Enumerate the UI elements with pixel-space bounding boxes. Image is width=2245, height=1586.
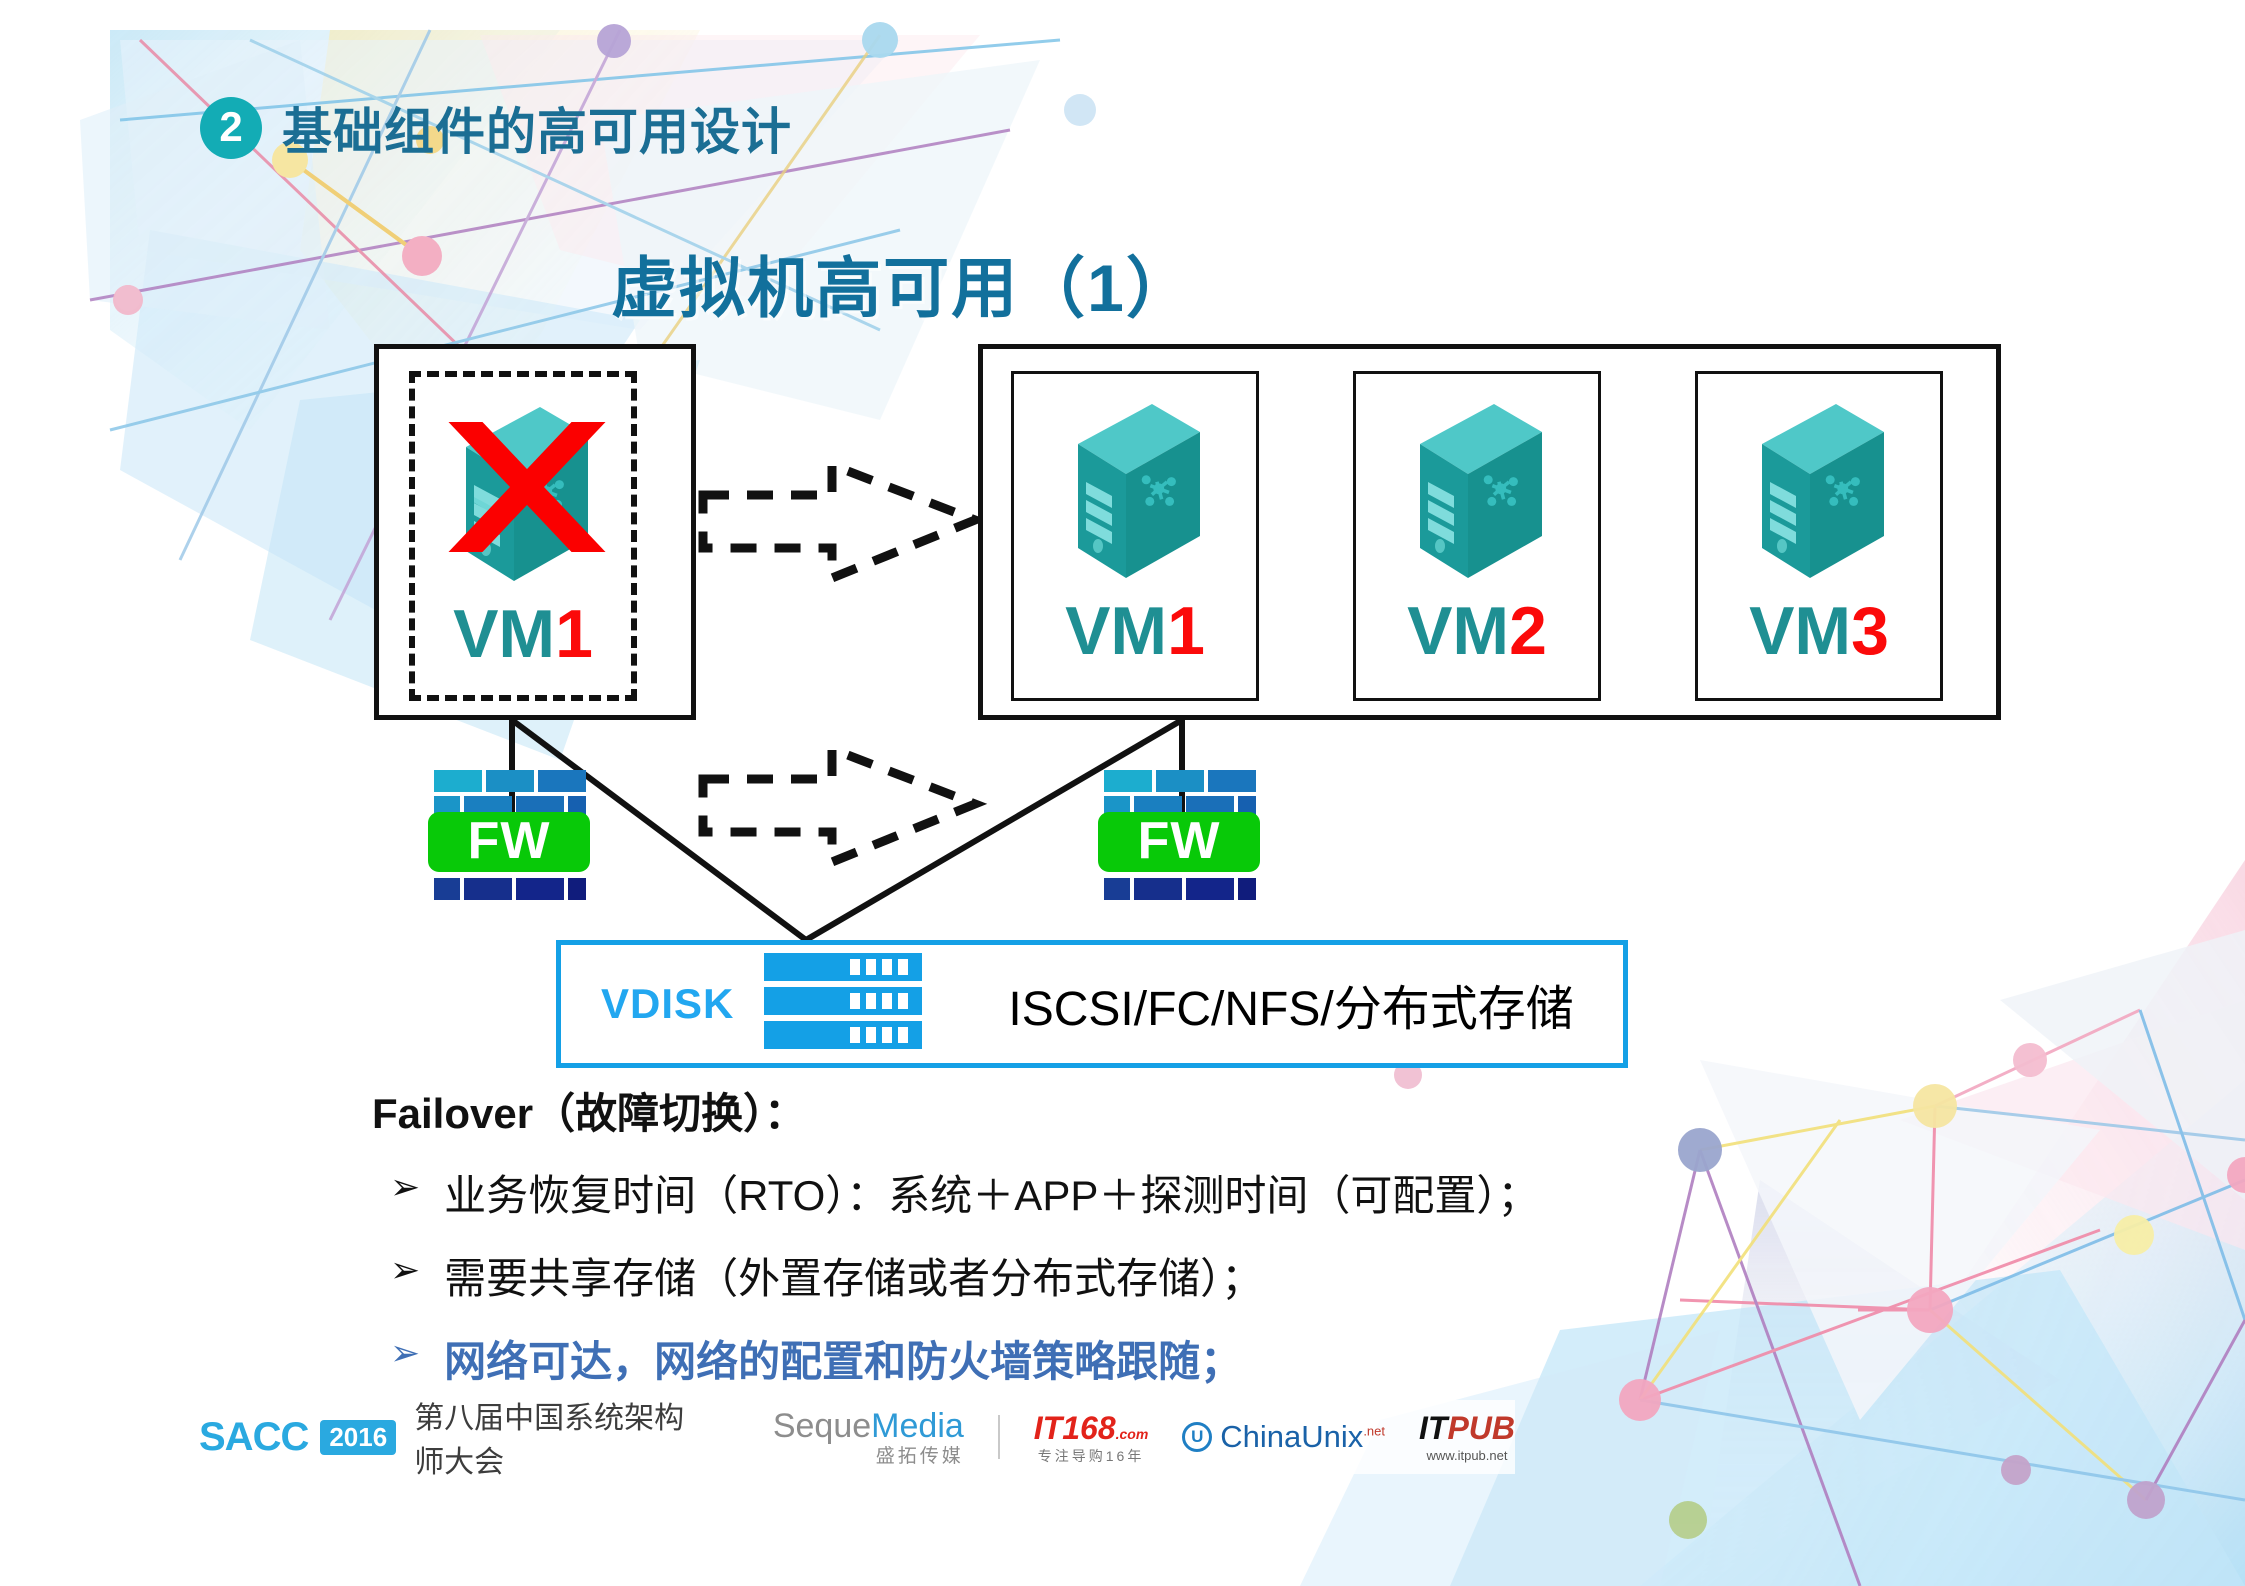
vm-cell-2[interactable]: VM2 [1353,371,1601,701]
firewall-brick-icon [1104,770,1256,900]
firewall-label: FW [1098,812,1260,872]
sacc-year-badge: 2016 [320,1419,397,1455]
list-item: ➢ 业务恢复时间（RTO）：系统＋APP＋探测时间（可配置）； [390,1162,1690,1223]
bullet-marker-icon: ➢ [390,1166,421,1207]
it168-logo: IT168.com 专注导购16年 [1034,1412,1149,1463]
vm-number: 1 [1167,593,1205,669]
vm-label-3: VM3 [1749,597,1889,665]
chinaunix-wordmark: ChinaUnix.net [1220,1419,1385,1455]
section-title: 基础组件的高可用设计 [282,104,792,160]
red-x-icon [441,421,606,572]
vm-prefix: VM [453,596,556,672]
section-number-badge: 2 [200,97,262,159]
server-icon [1744,396,1894,591]
logo-divider [997,1415,1000,1459]
failed-host-box: VM1 [374,344,696,720]
server-icon [1060,396,1210,591]
vm-number: 2 [1509,593,1547,669]
vm-cell-1[interactable]: VM1 [1011,371,1259,701]
sacc-chinese-name: 第八届中国系统架构师大会 [414,1402,685,1479]
storage-description: ISCSI/FC/NFS/分布式存储 [1008,983,1574,1036]
firewall-policy-arrow [698,742,988,869]
bullet-marker-icon: ➢ [390,1249,421,1290]
chinaunix-name: ChinaUnix [1220,1419,1364,1454]
failover-heading: Failover（故障切换）： [372,1090,807,1137]
section-heading: 2 基础组件的高可用设计 [200,92,792,164]
storage-label: VDISK [601,980,735,1027]
vm-label-1: VM1 [1065,597,1205,665]
storage-box[interactable]: VDISK ISCSI/FC/NFS/分布式存储 [556,940,1628,1068]
list-item: ➢ 需要共享存储（外置存储或者分布式存储）； [390,1245,1690,1306]
firewall-right[interactable]: FW [1090,766,1268,906]
bullet-marker-icon: ➢ [390,1332,421,1373]
vm-prefix: VM [1065,593,1168,669]
it168-dotcom: .com [1115,1425,1149,1442]
chinaunix-logo: U ChinaUnix.net [1182,1419,1385,1455]
list-item: ➢ 网络可达，网络的配置和防火墙策略跟随； [390,1328,1690,1389]
vm-label-2: VM2 [1407,597,1547,665]
it168-subtitle: 专注导购16年 [1037,1447,1145,1464]
itpub-wordmark: ITPUB [1419,1412,1515,1444]
server-icon [1402,396,1552,591]
itpub-url: www.itpub.net [1426,1448,1508,1463]
sequemedia-logo: SequeMedia 盛拓传媒 [773,1409,964,1466]
partner-logos: SequeMedia 盛拓传媒 IT168.com 专注导购16年 U Chin… [773,1409,1515,1466]
itpub-part-a: IT [1419,1410,1448,1446]
server-icon [448,399,606,594]
page-title: 虚拟机高可用（1） [0,235,2245,331]
sacc-logo: SACC 2016 第八届中国系统架构师大会 [199,1393,707,1481]
itpub-logo: ITPUB www.itpub.net [1419,1412,1515,1462]
vm-number: 1 [555,596,593,672]
disk-array-icon [764,952,923,1056]
firewall-label: FW [428,812,590,872]
bullet-text: 业务恢复时间（RTO）：系统＋APP＋探测时间（可配置）； [444,1172,1540,1219]
it168-wordmark: IT168.com [1034,1412,1149,1444]
right-host-to-storage-line [804,717,1184,943]
chinaunix-mark-icon: U [1182,1422,1213,1452]
it168-name: IT168 [1033,1409,1116,1446]
sequemedia-subtitle: 盛拓传媒 [875,1445,964,1467]
footer-logo-bar: SACC 2016 第八届中国系统架构师大会 SequeMedia 盛拓传媒 I… [185,1400,1515,1479]
page-title-text: 虚拟机高可用（1） [611,251,1194,325]
chinaunix-tld: .net [1363,1423,1385,1439]
failover-bullet-list: ➢ 业务恢复时间（RTO）：系统＋APP＋探测时间（可配置）； ➢ 需要共享存储… [390,1162,1690,1411]
bullet-text: 网络可达，网络的配置和防火墙策略跟随； [444,1338,1243,1385]
vm-migration-arrow [698,458,988,585]
vm-cell-failed[interactable]: VM1 [409,371,637,701]
vm-cell-3[interactable]: VM3 [1695,371,1943,701]
itpub-part-b: PUB [1447,1410,1515,1446]
sequemedia-part-b: Media [871,1406,964,1445]
vm-prefix: VM [1407,593,1510,669]
sequemedia-part-a: Seque [772,1406,872,1445]
sacc-wordmark: SACC [199,1414,309,1459]
sequemedia-wordmark: SequeMedia [773,1409,964,1443]
target-host-box: VM1 [978,344,2001,720]
vm-prefix: VM [1749,593,1852,669]
bullet-text: 需要共享存储（外置存储或者分布式存储）； [444,1255,1264,1302]
firewall-left[interactable]: FW [420,766,598,906]
vm-label-failed: VM1 [453,600,593,668]
vm-number: 3 [1851,593,1889,669]
left-host-to-storage-line [510,717,808,943]
